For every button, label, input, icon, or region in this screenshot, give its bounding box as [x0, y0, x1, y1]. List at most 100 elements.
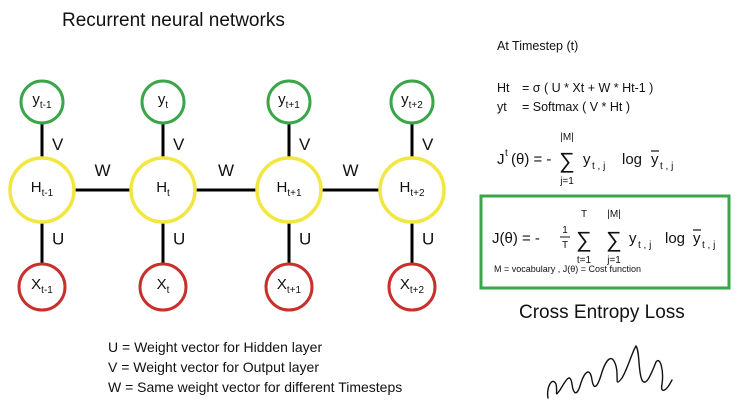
yt-rhs: = Softmax ( V * Ht ): [522, 100, 630, 114]
input-weight-label: U: [299, 230, 311, 249]
outer-sum-symbol: ∑: [576, 227, 592, 252]
output-weight-label: V: [422, 135, 434, 154]
formulas-panel: At Timestep (t) Ht = σ ( U * Xt + W * Ht…: [479, 39, 731, 290]
output-node-label: yt+1: [278, 91, 300, 111]
hidden-node-label-subscript: t-1: [42, 188, 54, 199]
fraction-numerator: 1: [562, 225, 568, 236]
hidden-node-label: Ht: [156, 179, 170, 199]
output-weight-label: V: [52, 135, 64, 154]
output-node-label-subscript: t: [165, 100, 168, 111]
fraction-denominator: T: [562, 240, 568, 251]
input-node: [264, 262, 314, 312]
ybar-term: y: [651, 151, 659, 168]
inner-sum-symbol: ∑: [606, 227, 622, 252]
input-weight-label: U: [52, 230, 64, 249]
input-node-label: Xt: [157, 276, 170, 296]
hidden-node: [378, 156, 446, 224]
input-node-label-subscript: t-1: [41, 285, 53, 296]
input-weight-label: U: [173, 230, 185, 249]
diagram-title: Recurrent neural networks: [62, 10, 285, 31]
total-y-term: y: [629, 230, 637, 247]
jt-j: J: [497, 151, 505, 168]
output-node-label-base: y: [158, 91, 166, 108]
recurrent-weight-label: W: [342, 161, 358, 180]
j-lhs: J(θ) = -: [492, 230, 540, 247]
yt-lhs: yt: [497, 100, 507, 114]
hidden-node-label-subscript: t+2: [410, 188, 425, 199]
input-node-label: Xt+2: [400, 276, 425, 296]
output-node-label-base: y: [278, 91, 286, 108]
input-node-label-base: X: [400, 276, 410, 293]
output-node: [266, 79, 312, 125]
time-step-loss-formula: J t (θ) = - |M| ∑ j=1 y t , j log y t , …: [497, 132, 673, 187]
total-y-term-subscript: t , j: [638, 240, 651, 251]
weight-legend: U = Weight vector for Hidden layer V = W…: [108, 339, 402, 395]
input-node: [387, 262, 437, 312]
input-node-label-base: X: [31, 276, 41, 293]
hidden-node-label-base: H: [399, 179, 410, 196]
ybar-term-subscript: t , j: [660, 161, 673, 172]
output-node-label: yt: [158, 91, 169, 111]
input-node-label-base: X: [277, 276, 287, 293]
input-node: [17, 262, 67, 312]
legend-line-u: U = Weight vector for Hidden layer: [108, 339, 322, 355]
outer-sum-lower-limit: t=1: [577, 255, 592, 266]
output-node: [19, 79, 65, 125]
output-node-label-subscript: t-1: [40, 100, 52, 111]
hidden-node-label-base: H: [276, 179, 287, 196]
hidden-node-label-base: H: [31, 179, 42, 196]
input-node-label: Xt-1: [31, 276, 53, 296]
hidden-node-label-subscript: t+1: [287, 188, 302, 199]
total-ybar-term-subscript: t , j: [702, 240, 715, 251]
ht-lhs: Ht: [497, 81, 510, 95]
y-term: y: [583, 151, 591, 168]
hidden-node-label-base: H: [156, 179, 167, 196]
hidden-node-label: Ht-1: [31, 179, 54, 199]
input-node: [138, 262, 188, 312]
sum-upper-limit: |M|: [560, 132, 574, 143]
hidden-node: [8, 156, 76, 224]
hidden-node-label: Ht+2: [399, 179, 424, 199]
output-node-label-subscript: t+1: [286, 100, 301, 111]
total-log-word: log: [665, 230, 685, 247]
inner-sum-lower-limit: j=1: [606, 255, 621, 266]
timestep-heading: At Timestep (t): [497, 39, 578, 53]
recurrent-weight-label: W: [218, 161, 234, 180]
output-weight-label: V: [299, 135, 311, 154]
hidden-node: [255, 156, 323, 224]
box-note: M = vocabulary , J(θ) = Cost function: [494, 264, 641, 274]
signature-scribble: [546, 344, 673, 399]
jt-theta: (θ) = -: [511, 151, 551, 168]
sum-lower-limit: j=1: [559, 176, 574, 187]
legend-line-w: W = Same weight vector for different Tim…: [108, 379, 402, 395]
ht-rhs: = σ ( U * Xt + W * Ht-1 ): [522, 81, 653, 95]
input-node-label-subscript: t+1: [287, 285, 302, 296]
output-node-label: yt-1: [32, 91, 52, 111]
inner-sum-upper-limit: |M|: [607, 209, 621, 220]
jt-superscript: t: [505, 148, 508, 159]
output-node-label-subscript: t+2: [409, 100, 424, 111]
total-loss-formula: J(θ) = - 1 T T ∑ t=1 |M| ∑ j=1 y t , j l…: [492, 209, 715, 266]
input-weight-label: U: [422, 230, 434, 249]
hidden-node: [129, 156, 197, 224]
input-node-label-base: X: [157, 276, 167, 293]
output-node: [140, 79, 186, 125]
log-word: log: [622, 151, 642, 168]
outer-sum-upper-limit: T: [581, 209, 587, 220]
output-weight-label: V: [173, 135, 185, 154]
hidden-node-label: Ht+1: [276, 179, 301, 199]
recurrent-weight-label: W: [94, 161, 110, 180]
output-node-label: yt+2: [401, 91, 423, 111]
total-ybar-term: y: [693, 230, 701, 247]
legend-line-v: V = Weight vector for Output layer: [108, 359, 319, 375]
input-node-label-subscript: t+2: [410, 285, 425, 296]
loss-title: Cross Entropy Loss: [519, 302, 685, 323]
input-node-label: Xt+1: [277, 276, 302, 296]
output-node-label-base: y: [32, 91, 40, 108]
cost-function-box: [479, 194, 731, 290]
output-node-label-base: y: [401, 91, 409, 108]
hidden-node-label-subscript: t: [167, 188, 170, 199]
output-node: [389, 79, 435, 125]
